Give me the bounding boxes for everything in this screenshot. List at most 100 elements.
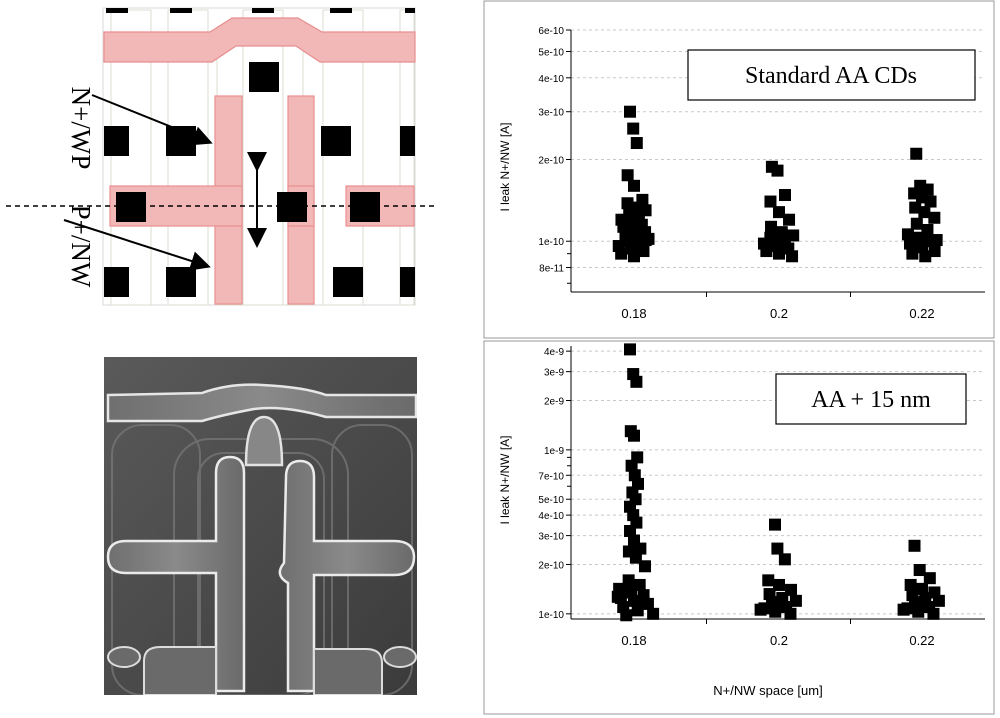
chart2-data-point bbox=[773, 596, 785, 609]
chart2-data-point bbox=[620, 609, 633, 622]
chart2-data-point bbox=[904, 578, 917, 591]
chart2-data-point bbox=[624, 525, 637, 538]
chart2-data-point bbox=[762, 574, 775, 587]
chart2-data-point bbox=[647, 607, 660, 620]
chart1-data-point bbox=[924, 195, 937, 208]
chart1-y-tick-label: 3e-10 bbox=[538, 108, 564, 119]
chart2-data-point bbox=[908, 539, 921, 552]
chart2-data-point bbox=[763, 588, 776, 601]
chart1-x-tick-label: 0.22 bbox=[909, 306, 934, 321]
chart2-data-point bbox=[638, 560, 651, 573]
chart2-data-point bbox=[611, 590, 624, 603]
chart2-y-tick-label: 7e-10 bbox=[538, 471, 564, 482]
chart1-data-point bbox=[760, 245, 773, 258]
chart2-data-point bbox=[634, 542, 647, 555]
chart2-data-point bbox=[932, 594, 945, 607]
chart2-data-point bbox=[778, 553, 791, 566]
chart2-data-point bbox=[624, 343, 636, 356]
chart2-y-tick-label: 2e-9 bbox=[544, 397, 564, 408]
chart1-data-point bbox=[627, 122, 640, 135]
chart2-data-point bbox=[913, 564, 926, 577]
chart2-data-point bbox=[927, 607, 940, 620]
chart2-data-point bbox=[912, 605, 925, 618]
chart2-x-tick-label: 0.22 bbox=[909, 633, 934, 648]
chart2-data-point bbox=[622, 574, 635, 587]
chart1-x-tick-label: 0.2 bbox=[770, 306, 788, 321]
chart2-y-tick-label: 1e-9 bbox=[544, 446, 564, 457]
chart1-data-point bbox=[628, 250, 640, 263]
chart2-y-tick-label: 2e-10 bbox=[538, 560, 564, 571]
label-n-wp: N+/WP bbox=[66, 87, 96, 170]
chart1-data-point bbox=[615, 247, 628, 260]
chart1-data-point bbox=[909, 238, 922, 251]
chart2-data-point bbox=[630, 375, 643, 388]
chart1-data-point bbox=[773, 206, 785, 219]
chart1-y-axis-label: I leak N+/NW [A] bbox=[498, 122, 512, 211]
chart1-title: Standard AA CDs bbox=[745, 63, 917, 89]
chart2-y-tick-label: 1e-10 bbox=[538, 610, 564, 621]
sem-micrograph-image bbox=[104, 357, 417, 695]
chart1-data-point bbox=[928, 211, 941, 224]
label-p-nw: P+/NW bbox=[66, 205, 96, 288]
chart1-x-tick-label: 0.18 bbox=[621, 306, 646, 321]
chart1-data-point bbox=[621, 169, 634, 182]
chart2-data-point bbox=[769, 518, 781, 531]
chart1-data-point bbox=[624, 105, 636, 118]
chart1-data-point bbox=[631, 238, 644, 251]
chart2-data-point bbox=[628, 429, 640, 442]
chart1-data-point bbox=[930, 234, 943, 247]
chart1-data-point bbox=[909, 201, 922, 214]
chart1-data-point bbox=[918, 206, 931, 219]
chart1-data-point bbox=[771, 164, 784, 177]
chart1-y-tick-label: 6e-10 bbox=[538, 26, 564, 37]
chart2-y-tick-label: 5e-10 bbox=[538, 495, 564, 506]
chart2-title-box bbox=[775, 373, 967, 425]
chart1-data-point bbox=[910, 147, 923, 160]
chart2-y-tick-label: 4e-9 bbox=[544, 347, 564, 358]
chart1-y-tick-label: 4e-10 bbox=[538, 74, 564, 85]
chart1-data-point bbox=[910, 217, 923, 230]
chart-standard-aa-cds: 6e-10 5e-10 4e-10 3e-10 2e-10 1e-10 8e-11 0.18… bbox=[483, 0, 995, 339]
chart1-data-point bbox=[764, 195, 777, 208]
chart2-data-point bbox=[784, 607, 797, 620]
chart2-data-point bbox=[901, 602, 914, 615]
chart2-data-point bbox=[773, 578, 785, 591]
chart2-data-point bbox=[789, 594, 802, 607]
chart2-data-point bbox=[625, 459, 638, 472]
chart1-data-point bbox=[778, 189, 791, 202]
chart2-data-point bbox=[758, 602, 771, 615]
chart2-data-point bbox=[916, 596, 928, 609]
chart2-data-point bbox=[771, 542, 784, 555]
chart2-y-tick-label: 3e-10 bbox=[538, 532, 564, 543]
chart1-data-point bbox=[901, 228, 914, 241]
chart2-data-point bbox=[624, 584, 637, 597]
chart1-data-point bbox=[619, 229, 632, 242]
chart1-data-point bbox=[630, 137, 643, 150]
chart2-data-point bbox=[769, 605, 782, 618]
chart1-data-point bbox=[776, 238, 789, 251]
chart1-y-tick-label: 8e-11 bbox=[539, 264, 564, 275]
layout-diagram: N+/WP P+/NW bbox=[6, 7, 436, 306]
chart2-data-point bbox=[923, 572, 936, 585]
chart2-x-tick-label: 0.2 bbox=[770, 633, 788, 648]
chart2-y-tick-label: 4e-10 bbox=[538, 511, 564, 522]
chart2-title: AA + 15 nm bbox=[811, 387, 931, 413]
chart1-y-tick-label: 1e-10 bbox=[538, 237, 564, 248]
chart1-data-point bbox=[764, 231, 777, 244]
chart2-x-axis-label: N+/NW space [um] bbox=[713, 683, 822, 698]
chart1-data-point bbox=[919, 250, 932, 263]
chart2-data-point bbox=[629, 551, 642, 564]
chart2-data-point bbox=[634, 596, 647, 609]
chart1-y-tick-label: 2e-10 bbox=[538, 156, 564, 167]
chart2-y-axis-label: I leak N+/NW [A] bbox=[498, 435, 512, 524]
chart1-y-tick-label: 5e-10 bbox=[538, 47, 564, 58]
chart1-data-point bbox=[786, 250, 799, 263]
chart1-data-point bbox=[783, 213, 796, 226]
chart2-data-point bbox=[916, 582, 928, 595]
chart1-data-point bbox=[628, 179, 640, 192]
chart1-title-box bbox=[687, 49, 976, 101]
chart1-data-point bbox=[928, 245, 941, 258]
chart1-data-point bbox=[765, 220, 778, 233]
chart2-y-tick-label: 3e-9 bbox=[544, 368, 564, 379]
chart2-x-tick-label: 0.18 bbox=[621, 633, 646, 648]
